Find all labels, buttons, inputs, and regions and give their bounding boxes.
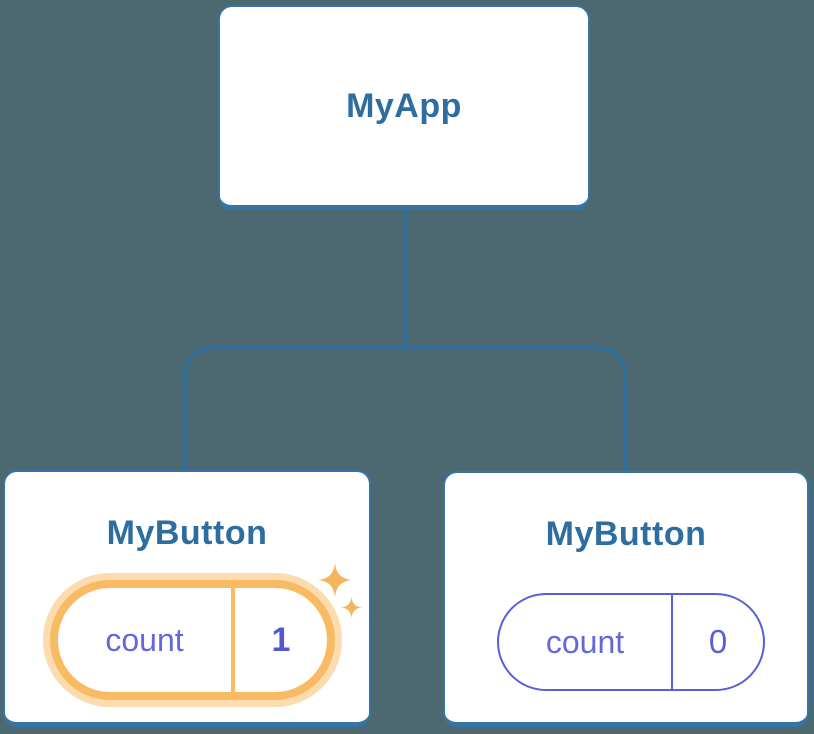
state-value: 0 — [671, 595, 763, 689]
component-node-button-1: MyButton count 1 — [3, 470, 371, 727]
state-value: 1 — [231, 588, 327, 692]
state-name: count — [545, 623, 625, 660]
sparkle-icon — [318, 563, 352, 597]
state-name: count — [105, 621, 184, 658]
connector-branch — [183, 346, 627, 472]
state-pill-highlighted: count 1 — [50, 580, 335, 700]
component-name-button-2: MyButton — [545, 515, 707, 553]
component-name-root: MyApp — [346, 86, 462, 125]
sparkle-icon — [341, 597, 362, 618]
component-node-root: MyApp — [218, 5, 590, 210]
state-pill: count 0 — [497, 593, 765, 691]
component-name-button-1: MyButton — [106, 514, 268, 552]
component-node-button-2: MyButton count 0 — [443, 471, 809, 727]
